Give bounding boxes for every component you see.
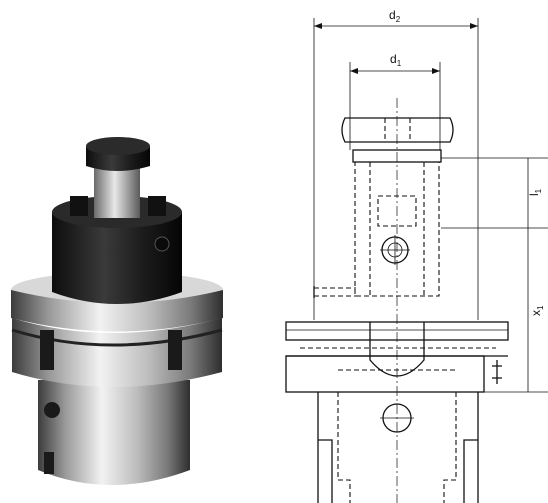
shank-outline [317,392,479,503]
collar-outline [285,355,485,393]
tool-holder-photo [11,137,223,485]
shank-hidden-right [443,392,457,503]
flange [11,290,223,332]
collar-side-mark [492,360,502,384]
shank [38,380,190,485]
flange-outline [285,321,509,341]
shank-hidden-left [337,392,351,503]
screw-head-top [86,137,150,155]
shank-slot-right [463,439,478,503]
drive-slot-right [168,330,182,370]
shank-hole [44,402,60,418]
screw-head-outline [341,117,454,143]
shaft-hidden [354,161,440,297]
bore-hidden [377,195,417,227]
d1-label: d1 [390,52,402,68]
shank-notch [44,452,54,474]
x1-label: x1 [529,305,545,316]
d2-arrow-right [470,23,478,29]
collar-groove [11,328,223,347]
collar-cup [369,322,425,377]
drive-key-left [70,196,88,216]
key-hidden [314,287,356,297]
shank-slot-left [318,439,333,503]
adapter-body [52,212,182,304]
drive-key-right [148,196,166,216]
side-screw [154,236,170,252]
d2-label: d2 [389,8,401,24]
d1-arrow-left [350,68,358,74]
drive-slot-left [40,330,54,370]
d1-arrow-right [432,68,440,74]
l1-label: l1 [527,188,543,196]
d2-arrow-left [314,23,322,29]
